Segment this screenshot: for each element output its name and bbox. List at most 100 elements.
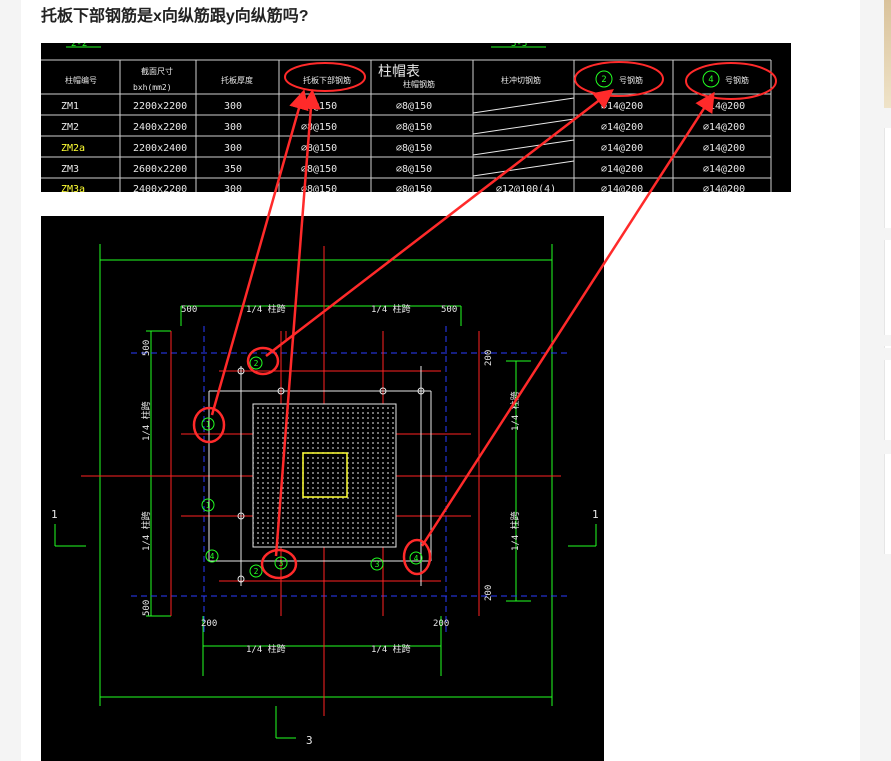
- header-cap-bars: 柱帽钢筋: [403, 79, 435, 89]
- svg-text:⌀8@150: ⌀8@150: [396, 184, 432, 192]
- dim-quarter-span-top-left: 1/4 柱跨: [246, 303, 286, 315]
- svg-text:ZM2: ZM2: [61, 122, 79, 133]
- svg-text:350: 350: [224, 164, 242, 175]
- dim-500-top-left: 500: [181, 305, 197, 315]
- svg-text:ZM1: ZM1: [61, 101, 79, 112]
- dim-200-bottom-left: 200: [201, 619, 217, 629]
- header-circle-4: [702, 70, 720, 88]
- svg-text:⌀14@200: ⌀14@200: [703, 164, 745, 175]
- column-cap-table-drawing: 2-2 3-3 柱帽表 柱帽编号 截面尺寸 bxh(mm2) 托板厚度 托板下部…: [41, 43, 777, 192]
- dim-500-top-right: 500: [441, 305, 457, 315]
- dim-200-bottom-right: 200: [433, 619, 449, 629]
- column-outline: [302, 452, 348, 498]
- svg-text:⌀8@150: ⌀8@150: [396, 101, 432, 112]
- section-mark-bottom: 3: [306, 734, 313, 747]
- svg-text:300: 300: [224, 122, 242, 133]
- sidebar-card[interactable]: [884, 454, 891, 554]
- header-bar-4: 号钢筋: [725, 75, 749, 85]
- svg-text:⌀8@150: ⌀8@150: [301, 164, 337, 175]
- header-bottom-bars: 托板下部钢筋: [303, 75, 351, 85]
- annotation-ellipse-bar-2: [574, 61, 664, 97]
- dim-quarter-span-bottom-left: 1/4 柱跨: [246, 643, 286, 655]
- svg-text:⌀8@150: ⌀8@150: [396, 164, 432, 175]
- table-row: ZM3 2600x2200 350 ⌀8@150 ⌀8@150 ⌀14@200 …: [61, 164, 745, 175]
- bar-mark-4-left: 4: [210, 552, 215, 561]
- arrow-bar-2-to-header: [265, 88, 614, 357]
- left-gutter: [0, 0, 21, 761]
- svg-text:ZM3: ZM3: [61, 164, 79, 175]
- svg-text:ZM3a: ZM3a: [61, 184, 85, 192]
- table-title: 柱帽表: [378, 64, 420, 80]
- annotation-circle-bar-4: [402, 538, 432, 576]
- svg-text:⌀14@200: ⌀14@200: [703, 101, 745, 112]
- header-thickness: 托板厚度: [221, 75, 253, 85]
- table-row: ZM3a 2400x2200 300 ⌀8@150 ⌀8@150 ⌀12@100…: [61, 184, 745, 192]
- svg-text:300: 300: [224, 143, 242, 154]
- svg-text:ZM2a: ZM2a: [61, 143, 85, 154]
- sidebar-card: [884, 346, 891, 348]
- annotation-circle-bar-2: [246, 346, 280, 376]
- dim-quarter-span-right-bottom: 1/4 柱跨: [509, 511, 521, 551]
- arrow-bar-4-to-header: [420, 91, 715, 547]
- svg-text:⌀12@100(4): ⌀12@100(4): [496, 184, 556, 192]
- bar-mark-3-left: 3: [279, 559, 284, 568]
- dim-500-left-bottom: 500: [142, 600, 152, 616]
- arrow-bar-3-to-bottom-bars: [274, 89, 321, 557]
- bar-mark-2-upper: 2: [254, 359, 259, 368]
- annotation-circle-bar-1: [192, 406, 226, 444]
- arrow-bar-1-to-bottom-bars: [210, 89, 309, 416]
- svg-text:⌀14@200: ⌀14@200: [703, 143, 745, 154]
- bar-mark-1-upper: 1: [206, 420, 211, 429]
- sidebar-card[interactable]: [884, 240, 891, 335]
- sidebar-card[interactable]: [884, 360, 891, 440]
- header-size: 截面尺寸: [141, 66, 173, 76]
- bar-mark-3-right: 3: [375, 560, 380, 569]
- svg-text:⌀8@150: ⌀8@150: [301, 143, 337, 154]
- column-cap-plan-image[interactable]: 500 500 1/4 柱跨 1/4 柱跨 1/4 柱跨 1/4 柱跨 200 …: [41, 216, 604, 761]
- svg-text:2400x2200: 2400x2200: [133, 122, 187, 133]
- svg-text:⌀14@200: ⌀14@200: [703, 122, 745, 133]
- header-circle-4-label: 4: [708, 75, 713, 85]
- section-label-2: 2-2: [71, 43, 87, 49]
- svg-text:2200x2200: 2200x2200: [133, 101, 187, 112]
- header-bar-2: 号钢筋: [619, 75, 643, 85]
- dim-quarter-span-right-top: 1/4 柱跨: [509, 391, 521, 431]
- table-row: ZM2a 2200x2400 300 ⌀8@150 ⌀8@150 ⌀14@200…: [61, 143, 745, 154]
- svg-text:⌀8@150: ⌀8@150: [396, 122, 432, 133]
- section-mark-left: 1: [51, 508, 58, 521]
- header-circle-2-label: 2: [601, 75, 606, 85]
- sidebar-card[interactable]: [884, 128, 891, 228]
- svg-text:300: 300: [224, 184, 242, 192]
- sidebar-thumbnail[interactable]: [884, 0, 891, 108]
- section-label-3: 3-3: [511, 43, 527, 49]
- question-title: 托板下部钢筋是x向纵筋跟y向纵筋吗?: [41, 8, 309, 25]
- svg-text:⌀8@150: ⌀8@150: [301, 184, 337, 192]
- header-cap-id: 柱帽编号: [65, 75, 97, 85]
- dim-quarter-span-top-right: 1/4 柱跨: [371, 303, 411, 315]
- dim-quarter-span-left-top: 1/4 柱跨: [140, 401, 152, 441]
- header-punching-bars: 柱冲切钢筋: [501, 75, 541, 85]
- dim-500-left-top: 500: [142, 340, 152, 356]
- svg-text:⌀14@200: ⌀14@200: [601, 143, 643, 154]
- bar-mark-1-lower: 1: [206, 501, 211, 510]
- svg-text:⌀14@200: ⌀14@200: [703, 184, 745, 192]
- annotation-ellipse-bottom-bars: [284, 62, 366, 92]
- table-row: ZM2 2400x2200 300 ⌀8@150 ⌀8@150 ⌀14@200 …: [61, 122, 745, 133]
- column-cap-plan-drawing: 500 500 1/4 柱跨 1/4 柱跨 1/4 柱跨 1/4 柱跨 200 …: [51, 244, 599, 747]
- column-cap-hatch: [252, 403, 397, 548]
- svg-text:300: 300: [224, 101, 242, 112]
- bar-mark-2-lower: 2: [254, 567, 259, 576]
- section-mark-right: 1: [592, 508, 599, 521]
- svg-text:2400x2200: 2400x2200: [133, 184, 187, 192]
- svg-text:⌀14@200: ⌀14@200: [601, 164, 643, 175]
- svg-text:2200x2400: 2200x2400: [133, 143, 187, 154]
- dim-quarter-span-bottom-right: 1/4 柱跨: [371, 643, 411, 655]
- dim-quarter-span-left-bottom: 1/4 柱跨: [140, 511, 152, 551]
- bar-mark-4-right: 4: [414, 554, 419, 563]
- annotation-circle-bar-3: [260, 548, 298, 580]
- svg-text:⌀14@200: ⌀14@200: [601, 101, 643, 112]
- header-size-unit: bxh(mm2): [133, 83, 172, 92]
- svg-text:⌀14@200: ⌀14@200: [601, 122, 643, 133]
- dim-200-right-top: 200: [484, 350, 494, 366]
